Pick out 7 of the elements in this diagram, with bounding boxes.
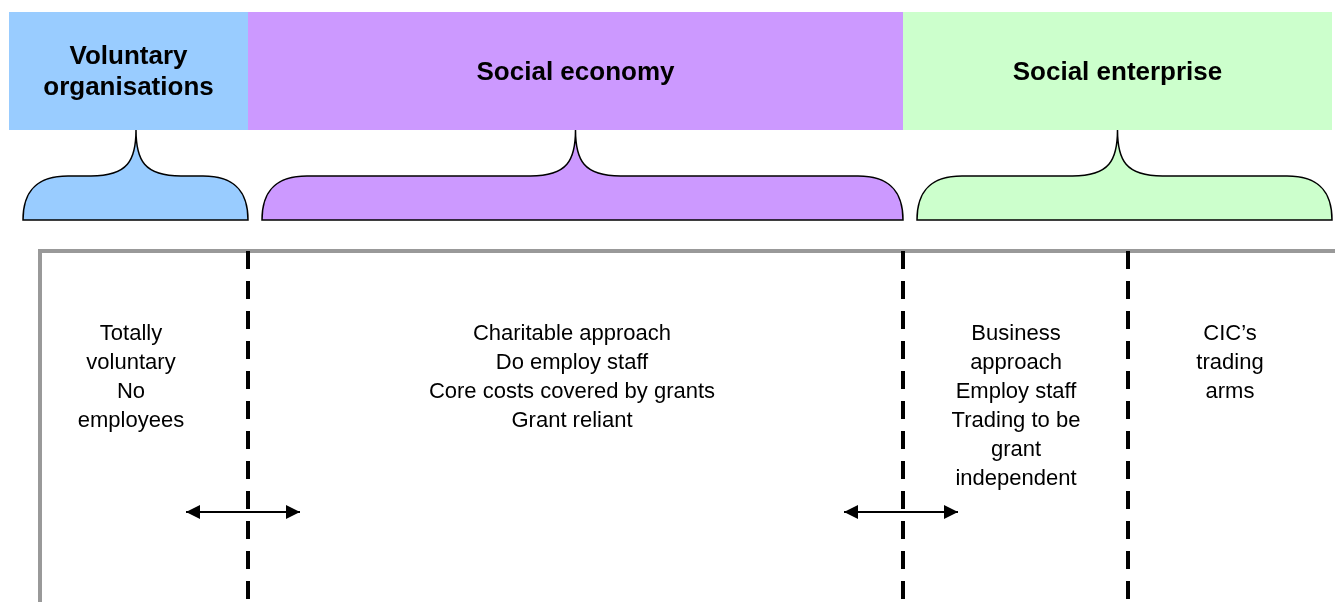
description-text: Business approach Employ staff Trading to be grant independent xyxy=(946,318,1086,530)
description-text: CIC’s trading arms xyxy=(1180,318,1280,530)
description-text: Totally voluntary No employees xyxy=(76,318,186,530)
category-band: Social enterprise xyxy=(903,12,1332,130)
description-text: Charitable approach Do employ staff Core costs covered by grants Grant reliant xyxy=(300,318,844,530)
category-band: Social economy xyxy=(248,12,903,130)
category-band: Voluntary organisations xyxy=(9,12,248,130)
